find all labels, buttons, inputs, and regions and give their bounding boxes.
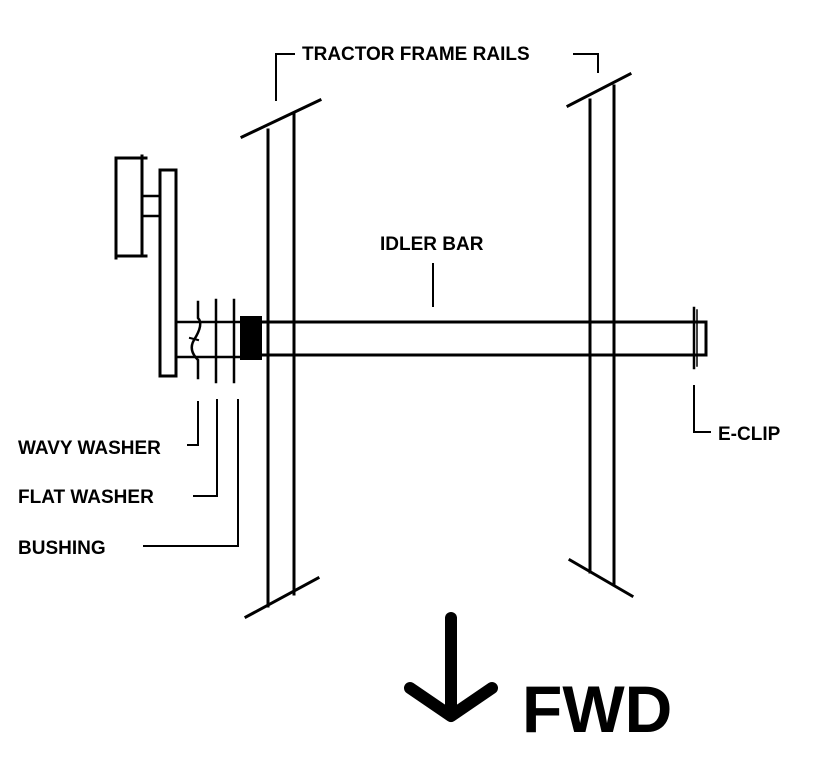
wavy-washer: [188, 300, 202, 380]
arrow-down-icon: [404, 612, 498, 722]
wavy-washer-label: WAVY WASHER: [18, 438, 161, 459]
idler-pulley: [114, 154, 162, 260]
flat-washer-leader: [193, 399, 218, 497]
direction-label: FWD: [522, 672, 672, 746]
bushing: [232, 298, 262, 384]
frame-rails-bracket: [275, 53, 599, 101]
e-clip: [692, 306, 698, 370]
bushing-label: BUSHING: [18, 538, 106, 559]
right-frame-rail: [565, 71, 635, 599]
idler-bar: [258, 320, 708, 357]
e-clip-leader: [693, 385, 711, 433]
frame-rails-label: TRACTOR FRAME RAILS: [302, 44, 530, 65]
pivot-shaft: [174, 320, 246, 359]
bushing-leader: [143, 399, 239, 547]
flat-washer-label: FLAT WASHER: [18, 487, 154, 508]
wavy-washer-leader: [187, 401, 199, 446]
e-clip-label: E-CLIP: [718, 424, 781, 445]
idler-arm: [158, 168, 178, 378]
idler-bar-label: IDLER BAR: [380, 234, 484, 255]
